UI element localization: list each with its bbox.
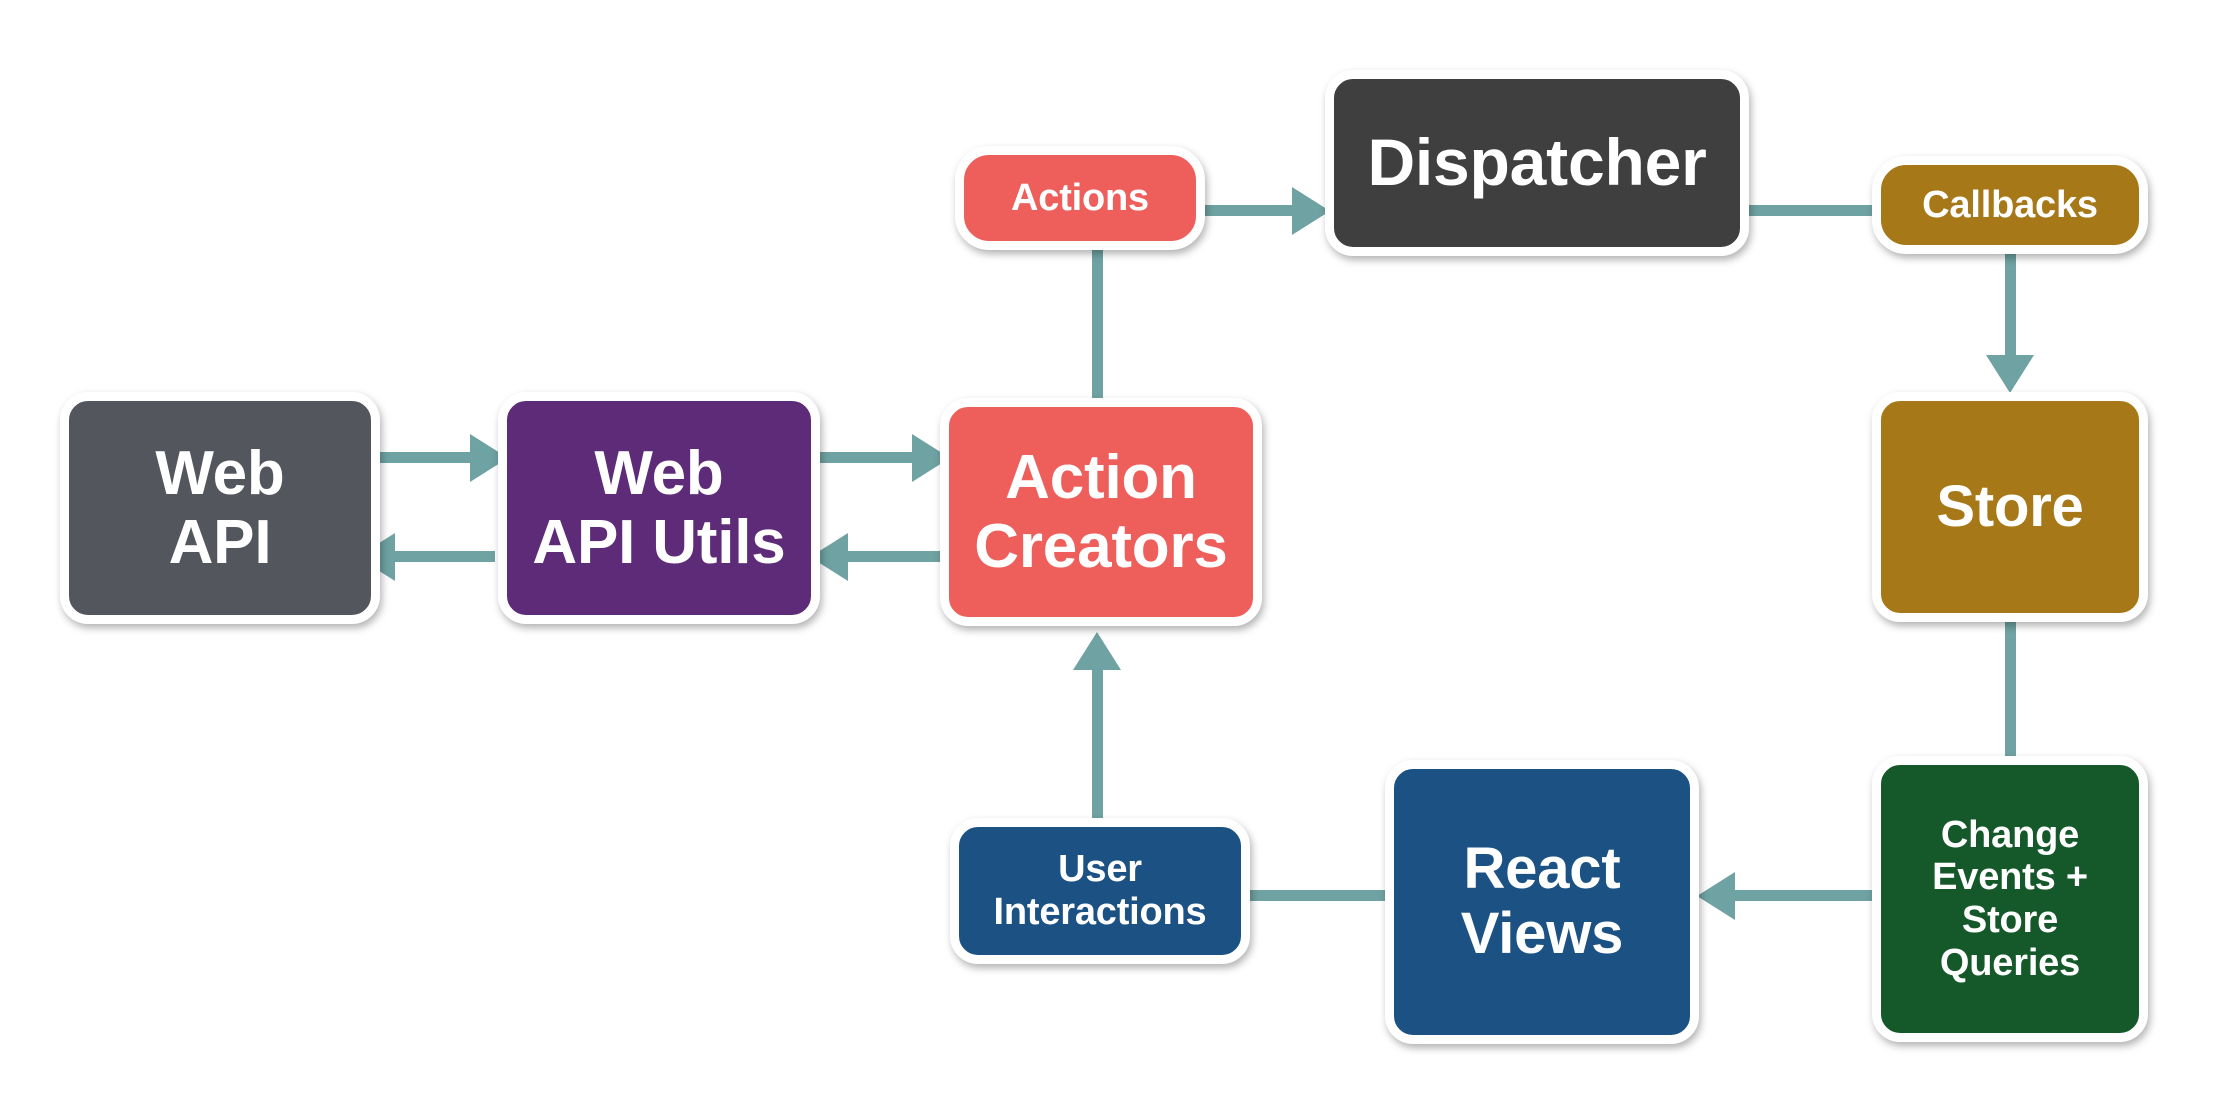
edge-utils-to-creators: [812, 452, 922, 463]
arrowhead-change-events-to-react-views: [1697, 872, 1735, 920]
node-user-interactions[interactable]: User Interactions: [950, 818, 1250, 964]
node-user-interactions-label: User Interactions: [993, 848, 1207, 933]
node-change-events-label: Change Events + Store Queries: [1932, 813, 2088, 984]
node-web-api-utils-label: Web API Utils: [532, 438, 786, 577]
edge-actions-to-dispatcher: [1198, 205, 1300, 216]
arrowhead-actions-to-dispatcher: [1292, 187, 1330, 235]
node-web-api-utils[interactable]: Web API Utils: [498, 392, 820, 624]
arrowhead-user-interactions-to-creators: [1073, 632, 1121, 670]
edge-store-to-change-events: [2005, 610, 2016, 770]
edge-user-interactions-to-creators: [1092, 660, 1103, 828]
edge-creators-to-utils: [838, 551, 950, 562]
node-web-api[interactable]: Web API: [60, 392, 380, 624]
edge-creators-to-actions: [1092, 235, 1103, 410]
node-change-events[interactable]: Change Events + Store Queries: [1872, 756, 2148, 1042]
edge-dispatcher-to-callbacks: [1745, 205, 1885, 216]
node-callbacks[interactable]: Callbacks: [1872, 156, 2148, 254]
node-store[interactable]: Store: [1872, 392, 2148, 622]
arrowhead-callbacks-to-store: [1986, 355, 2034, 393]
node-action-creators[interactable]: Action Creators: [940, 398, 1262, 626]
edge-change-events-to-react-views: [1725, 890, 1885, 901]
edge-callbacks-to-store: [2005, 248, 2016, 383]
node-store-label: Store: [1936, 473, 2084, 539]
edge-webapi-to-utils: [370, 452, 480, 463]
node-callbacks-label: Callbacks: [1922, 183, 2098, 226]
node-react-views-label: React Views: [1460, 836, 1624, 966]
node-web-api-label: Web API: [155, 438, 285, 577]
edge-react-views-to-user-interactions: [1240, 890, 1400, 901]
node-react-views[interactable]: React Views: [1385, 760, 1699, 1044]
node-actions-label: Actions: [1011, 176, 1149, 219]
node-dispatcher[interactable]: Dispatcher: [1325, 70, 1749, 256]
node-dispatcher-label: Dispatcher: [1367, 125, 1707, 200]
node-action-creators-label: Action Creators: [974, 442, 1228, 581]
edge-utils-to-webapi: [385, 551, 495, 562]
node-actions[interactable]: Actions: [955, 146, 1205, 250]
